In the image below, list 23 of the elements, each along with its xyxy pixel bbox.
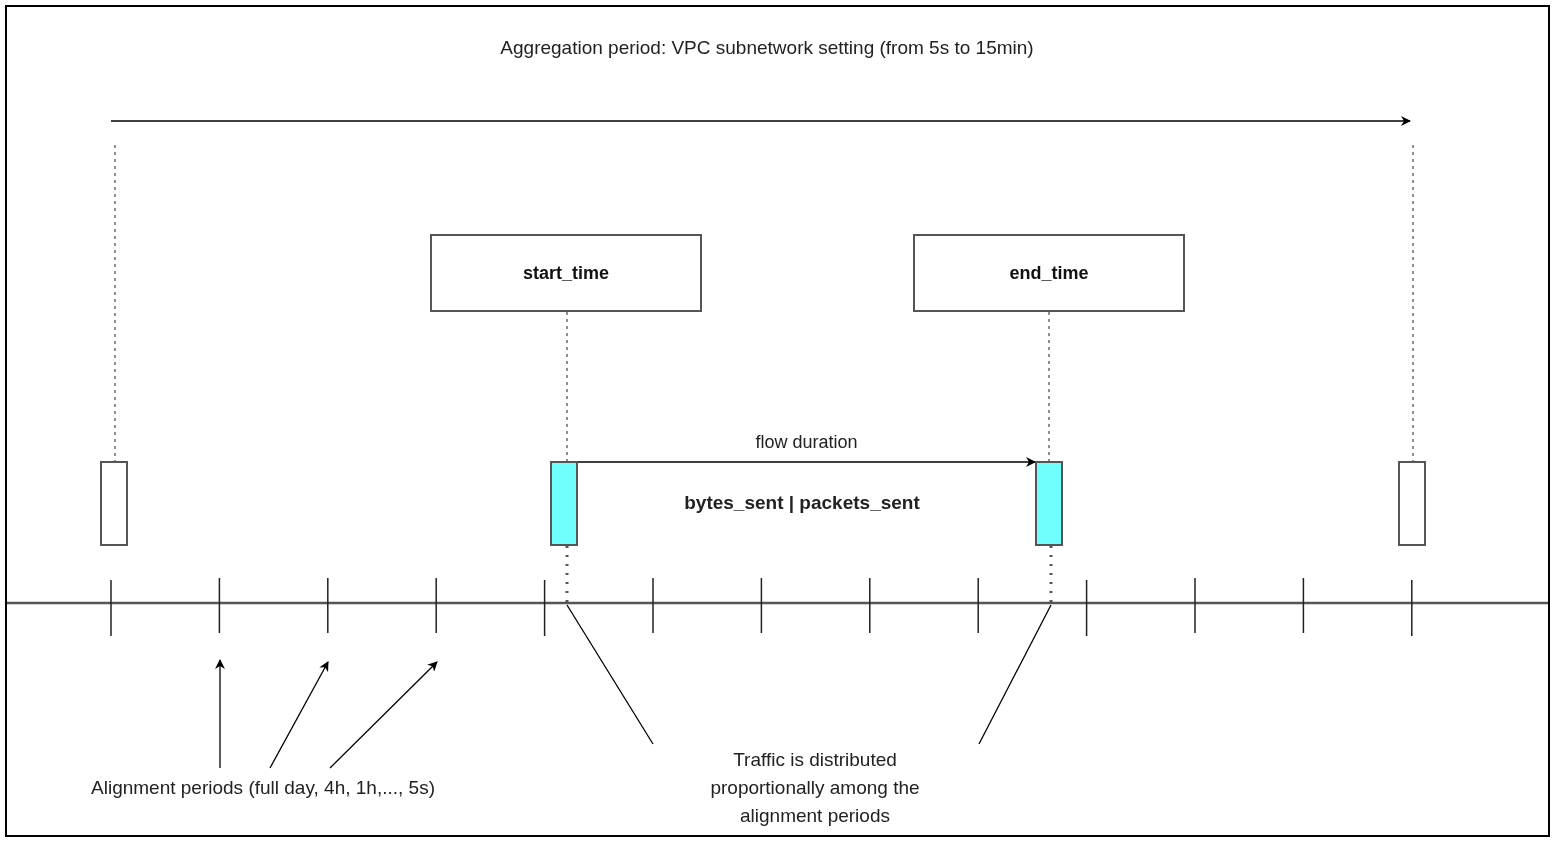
- flow-bar: [1035, 461, 1063, 546]
- period-bar: [1398, 461, 1426, 546]
- metric-label: bytes_sent | packets_sent: [683, 492, 921, 514]
- arrow: [269, 661, 329, 769]
- connector-line: [566, 311, 568, 462]
- arrow: [215, 659, 225, 769]
- connector-line: [1412, 144, 1414, 462]
- period-bar: [100, 461, 128, 546]
- time-label: end_time: [1009, 262, 1089, 284]
- flow-bar: [550, 461, 578, 546]
- connector-line: [114, 144, 116, 462]
- time-box: [913, 234, 1185, 312]
- annotation-text: Alignment periods (full day, 4h, 1h,..., 5s): [91, 776, 435, 800]
- time-box: [430, 234, 702, 312]
- title-label: Aggregation period: VPC subnetwork setting (from 5s to 15min): [499, 37, 1035, 59]
- annotation-text: Traffic is distributed proportionally among the alignment periods: [709, 748, 921, 828]
- connector-line: [1048, 311, 1050, 462]
- arrow: [329, 661, 438, 769]
- connector-line: [978, 604, 1052, 745]
- connector-line: [1049, 546, 1053, 605]
- connector-line: [566, 604, 654, 745]
- arrow: [577, 457, 1036, 467]
- time-label: start_time: [522, 262, 609, 284]
